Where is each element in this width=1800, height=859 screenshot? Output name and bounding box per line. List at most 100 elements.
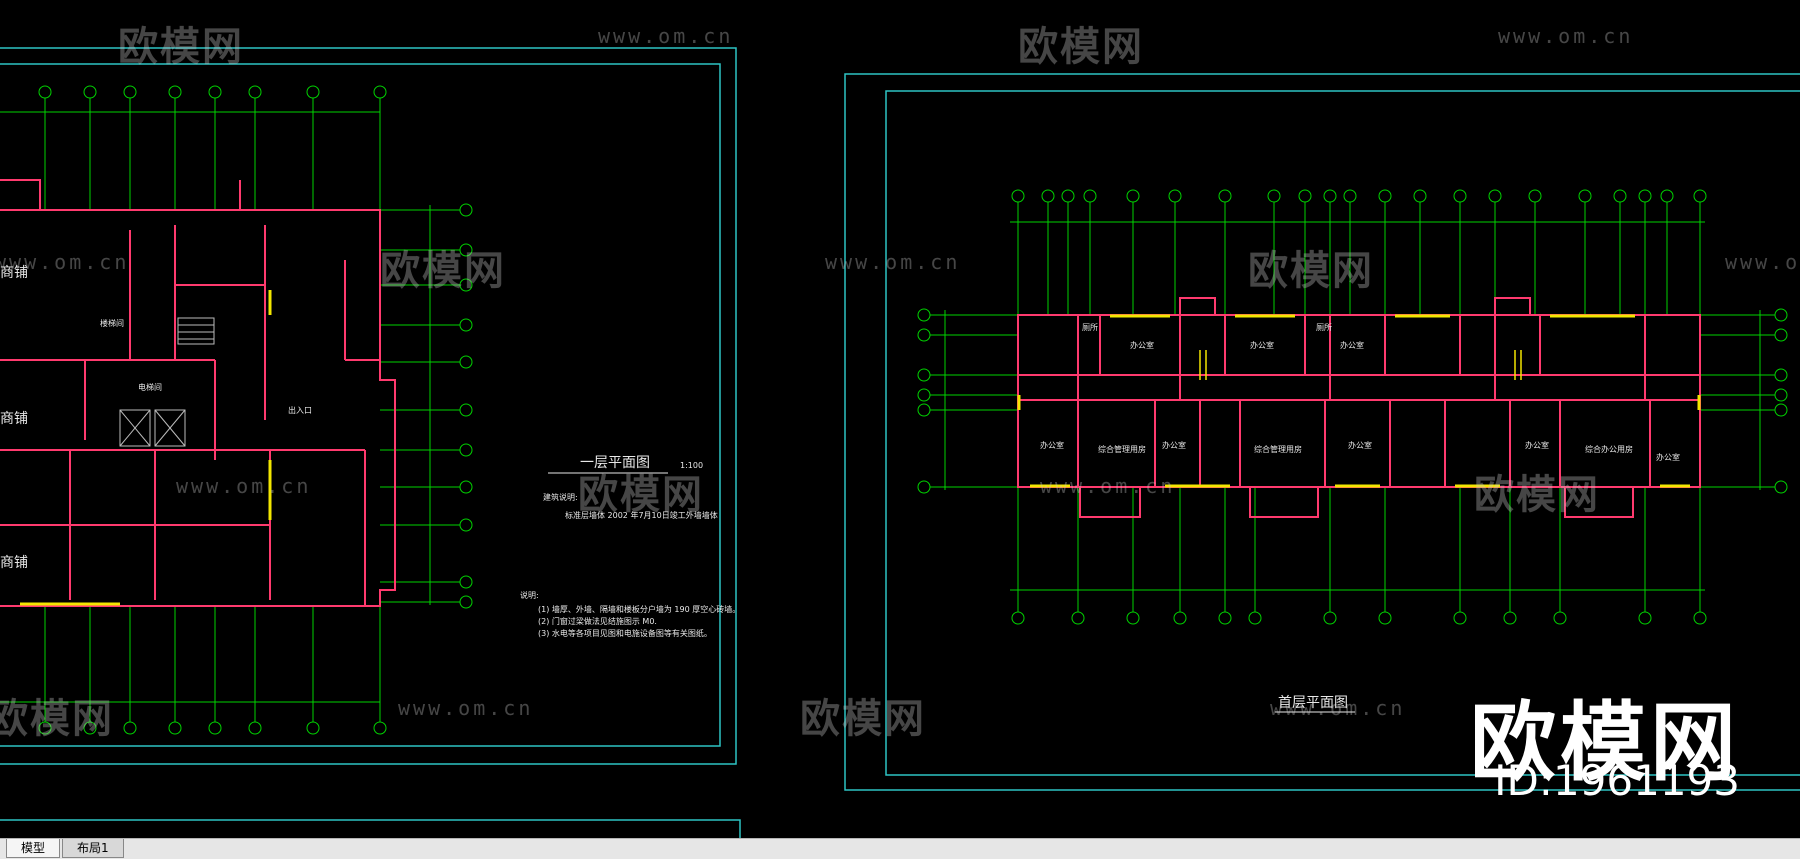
axis-bubble bbox=[1453, 189, 1467, 203]
room-label: 办公室 bbox=[1250, 341, 1274, 350]
left-sheet-outer-frame bbox=[0, 47, 737, 765]
axis-bubble bbox=[123, 85, 137, 99]
axis-bubble bbox=[1267, 189, 1281, 203]
axis-bubble bbox=[1774, 388, 1788, 402]
room-label: 综合管理用房 bbox=[1254, 445, 1302, 454]
axis-bubble bbox=[1774, 480, 1788, 494]
watermark-url: www.om.cn bbox=[1270, 696, 1406, 720]
left-sheet-inner-frame bbox=[0, 63, 721, 747]
axis-bubble bbox=[917, 368, 931, 382]
axis-bubble bbox=[459, 318, 473, 332]
watermark-url: www.om.cn bbox=[0, 250, 130, 274]
axis-bubble bbox=[373, 721, 387, 735]
axis-bubble bbox=[459, 403, 473, 417]
drawing-canvas[interactable]: 欧模网 www.om.cn 欧模网 www.om.cn www.om.cn 欧模… bbox=[0, 0, 1800, 838]
axis-bubble bbox=[83, 85, 97, 99]
tab-layout1[interactable]: 布局1 bbox=[62, 839, 124, 858]
axis-bubble bbox=[208, 85, 222, 99]
axis-bubble bbox=[306, 721, 320, 735]
brand-logo: 欧模网 bbox=[1470, 693, 1740, 793]
axis-bubble bbox=[917, 308, 931, 322]
room-label: 厕所 bbox=[1082, 323, 1098, 332]
axis-bubble bbox=[1218, 611, 1232, 625]
axis-bubble bbox=[1168, 189, 1182, 203]
room-label: 综合管理用房 bbox=[1098, 445, 1146, 454]
right-sheet-outer-frame bbox=[844, 73, 1800, 791]
watermark-logo: 欧模网 bbox=[1248, 248, 1374, 294]
shop-label: 商铺 bbox=[0, 411, 28, 427]
axis-bubble bbox=[1248, 611, 1262, 625]
axis-bubble bbox=[83, 721, 97, 735]
layout-tab-bar: 模型 布局1 bbox=[0, 838, 1800, 859]
left-plan-scale: 1:100 bbox=[680, 461, 704, 470]
watermark-logo: 欧模网 bbox=[800, 696, 926, 742]
room-label: 办公室 bbox=[1162, 441, 1186, 450]
axis-bubble bbox=[1378, 611, 1392, 625]
axis-bubble bbox=[459, 595, 473, 609]
watermark-url: www.om.cn bbox=[398, 696, 534, 720]
watermark-url: www.om.cn bbox=[1498, 24, 1634, 48]
axis-bubble bbox=[1173, 611, 1187, 625]
left-plan-notes-line: 标准层墙体 2002 年7月10日竣工外墙墙体 bbox=[565, 511, 718, 520]
axis-bubble bbox=[1323, 611, 1337, 625]
axis-bubble bbox=[1774, 308, 1788, 322]
axis-bubble bbox=[306, 85, 320, 99]
room-label: 楼梯间 bbox=[100, 319, 124, 328]
cad-drawing[interactable] bbox=[0, 0, 1800, 838]
axis-bubble bbox=[1660, 189, 1674, 203]
axis-bubble bbox=[1638, 189, 1652, 203]
axis-bubble bbox=[123, 721, 137, 735]
axis-bubble bbox=[248, 85, 262, 99]
axis-bubble bbox=[1011, 611, 1025, 625]
axis-bubble bbox=[1503, 611, 1517, 625]
room-label: 办公室 bbox=[1525, 441, 1549, 450]
axis-bubble bbox=[1126, 611, 1140, 625]
tab-model[interactable]: 模型 bbox=[6, 839, 61, 858]
axis-bubble bbox=[1011, 189, 1025, 203]
axis-bubble bbox=[459, 203, 473, 217]
axis-bubble bbox=[1613, 189, 1627, 203]
right-plan-title: 首层平面图 bbox=[1278, 695, 1348, 711]
watermark-logo: 欧模网 bbox=[1018, 24, 1144, 70]
axis-bubble bbox=[1378, 189, 1392, 203]
room-label: 厕所 bbox=[1316, 323, 1332, 332]
axis-bubble bbox=[248, 721, 262, 735]
axis-bubble bbox=[459, 443, 473, 457]
axis-bubble bbox=[373, 85, 387, 99]
left-plan-explanation-line: (2) 门窗过梁做法见结施图示 M0. bbox=[538, 617, 657, 626]
brand-id: ID:1961193 bbox=[1494, 756, 1740, 805]
shop-label: 商铺 bbox=[0, 265, 28, 281]
axis-bubble bbox=[1488, 189, 1502, 203]
axis-bubble bbox=[38, 721, 52, 735]
room-label: 办公室 bbox=[1656, 453, 1680, 462]
axis-bubble bbox=[917, 328, 931, 342]
axis-bubble bbox=[459, 480, 473, 494]
axis-bubble bbox=[168, 721, 182, 735]
room-label: 电梯间 bbox=[138, 383, 162, 392]
axis-bubble bbox=[1693, 189, 1707, 203]
axis-bubble bbox=[1774, 368, 1788, 382]
axis-bubble bbox=[1323, 189, 1337, 203]
axis-bubble bbox=[1693, 611, 1707, 625]
left-plan bbox=[0, 85, 473, 735]
axis-bubble bbox=[1774, 403, 1788, 417]
watermark-logo: 欧模网 bbox=[0, 696, 114, 742]
axis-bubble bbox=[1218, 189, 1232, 203]
axis-bubble bbox=[1298, 189, 1312, 203]
left-plan-explanation-line: (1) 墙厚、外墙、隔墙和楼板分户墙为 190 厚空心砖墙。 bbox=[538, 605, 741, 614]
watermark-url: www.om.cn bbox=[598, 24, 734, 48]
axis-bubble bbox=[459, 278, 473, 292]
watermark-url: www.om.cn bbox=[1040, 474, 1176, 498]
axis-bubble bbox=[917, 388, 931, 402]
axis-bubble bbox=[208, 721, 222, 735]
left-sheet-bottom-frame bbox=[0, 819, 741, 838]
room-label: 办公室 bbox=[1340, 341, 1364, 350]
axis-bubble bbox=[917, 403, 931, 417]
axis-bubble bbox=[1413, 189, 1427, 203]
left-plan-explanation-heading: 说明: bbox=[520, 591, 539, 600]
right-plan bbox=[917, 189, 1788, 625]
left-plan-explanation-line: (3) 水电等各项目见图和电施设备图等有关图纸。 bbox=[538, 629, 712, 638]
left-plan-title: 一层平面图 bbox=[580, 455, 650, 471]
axis-bubble bbox=[1083, 189, 1097, 203]
axis-bubble bbox=[459, 575, 473, 589]
